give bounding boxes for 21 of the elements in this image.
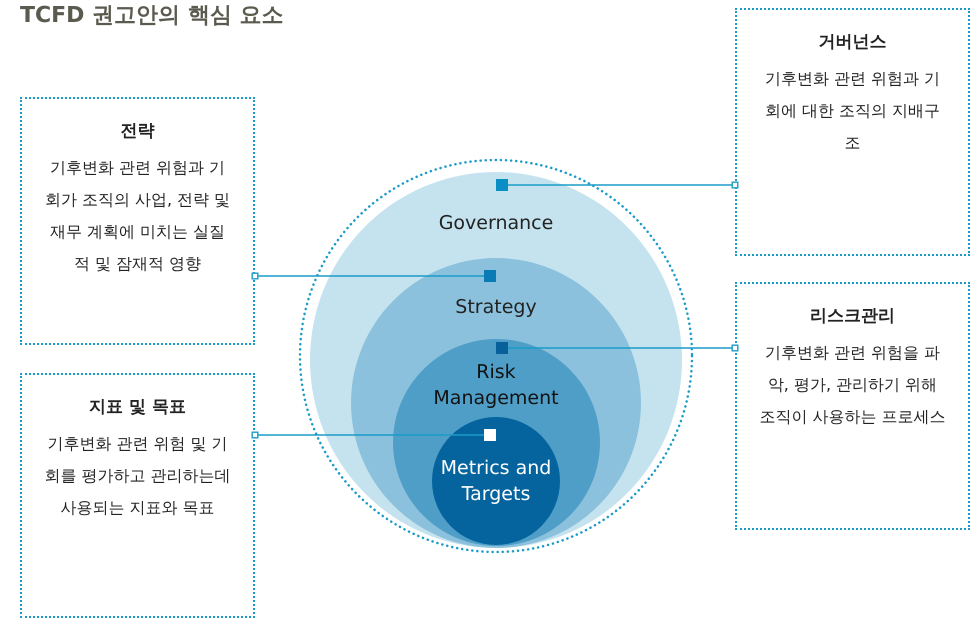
callout-heading: 전략: [120, 120, 154, 142]
diagram-title: TCFD 권고안의 핵심 요소: [20, 2, 284, 30]
callout-text: 기후변화 관련 위험과 기회가 조직의 사업, 전략 및 재무 계획에 미치는 실질적 및 잠재적 영향: [44, 157, 232, 275]
callout-box: [735, 8, 970, 256]
circle-label: Metrics and Targets: [440, 456, 552, 507]
leader-line: [496, 179, 738, 191]
circle-label: Strategy: [455, 295, 537, 320]
callout-text: 기후변화 관련 위험과 기회에 대한 조직의 지배구조: [764, 68, 942, 154]
callout-heading: 거버넌스: [818, 31, 886, 53]
callout-box: [20, 97, 255, 345]
callout-box: [20, 373, 255, 618]
callout-text: 기후변화 관련 위험 및 기회를 평가하고 관리하는데 사용되는 지표와 목표: [43, 433, 232, 519]
callout-heading: 지표 및 목표: [89, 396, 186, 418]
circle-label: Governance: [438, 211, 554, 236]
callout-box: [735, 282, 970, 530]
leader-line: [496, 342, 738, 354]
leader-line: [252, 429, 496, 441]
circle-label: Risk Management: [432, 360, 560, 411]
leader-line: [252, 270, 496, 282]
callout-text: 기후변화 관련 위험을 파악, 평가, 관리하기 위해 조직이 사용하는 프로세스: [758, 342, 947, 428]
callout-heading: 리스크관리: [810, 305, 895, 327]
